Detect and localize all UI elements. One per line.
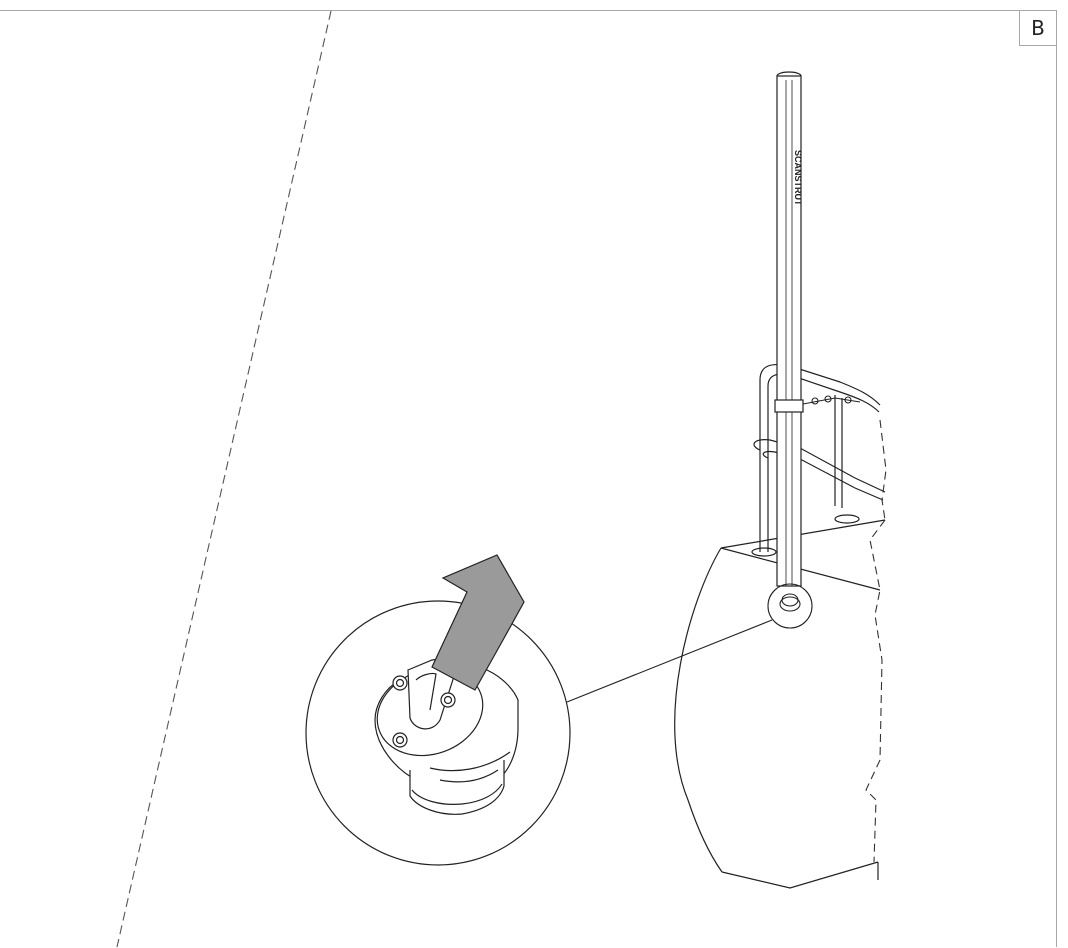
mast-pole (774, 71, 804, 587)
detail-leader-line (566, 619, 773, 703)
dashed-fold-line (116, 10, 332, 948)
figure-frame (0, 10, 1057, 947)
direction-arrow (431, 554, 525, 691)
mast-brand-text: SCANSTRUT (793, 150, 803, 206)
detail-mount-part (374, 658, 519, 815)
mast-clamp (802, 395, 861, 405)
mast-base-mount (767, 583, 813, 629)
hull-cut-line-upper (879, 419, 887, 521)
pulpit-rail (751, 363, 886, 557)
panel-label: B (1019, 11, 1056, 46)
hull-cut-line (865, 519, 886, 863)
